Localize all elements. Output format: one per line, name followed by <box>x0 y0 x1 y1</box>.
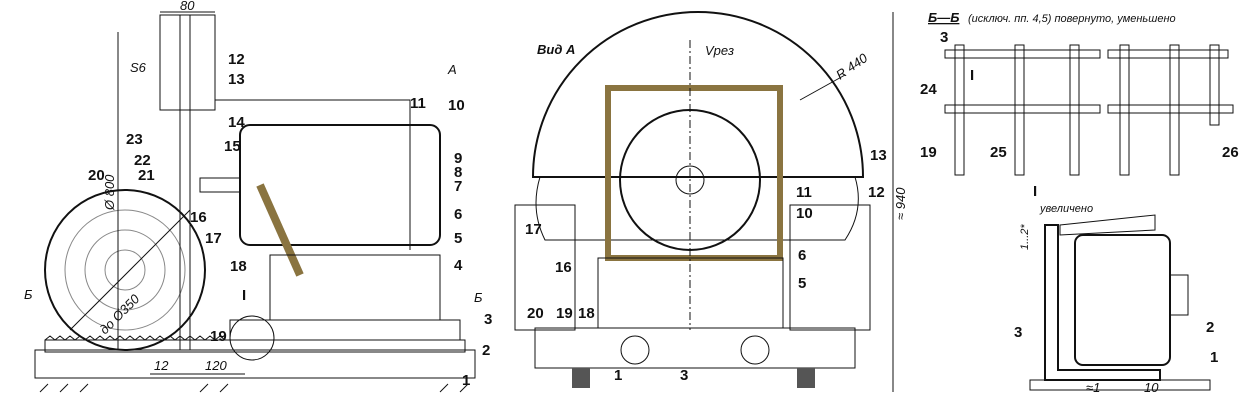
detail-I: I увеличено 1...2* 3 2 1 ≈1 10 <box>1014 183 1218 395</box>
ground-hatch <box>39 383 469 393</box>
callout-4: 4 <box>454 257 463 274</box>
frame <box>605 85 783 261</box>
rack-teeth <box>44 335 226 341</box>
section-b-mark-left: Б <box>24 287 33 302</box>
callout-3: 3 <box>1014 324 1022 341</box>
callout-17: 17 <box>525 221 542 238</box>
callout-20: 20 <box>527 305 544 322</box>
view-a-mark: А <box>447 62 457 77</box>
section-bb: Б—Б (исключ. пп. 4,5) повернуто, уменьше… <box>920 10 1239 176</box>
detail-I-circle <box>229 315 275 361</box>
callout-6: 6 <box>798 247 806 264</box>
callout-16: 16 <box>555 259 572 276</box>
log-left <box>514 204 576 331</box>
dim-dia-800: Ø 800 <box>102 174 117 211</box>
view-a-title: Вид А <box>537 42 575 57</box>
callout-9: 9 <box>454 150 462 167</box>
detail-I-mark: I <box>242 287 246 304</box>
roller <box>1074 234 1171 366</box>
dim-12: 12 <box>154 358 169 373</box>
dim-940: ≈ 940 <box>893 187 908 220</box>
section-bb-note: (исключ. пп. 4,5) повернуто, уменьшено <box>968 13 1176 25</box>
callout-15: 15 <box>224 138 241 155</box>
callout-26: 26 <box>1222 144 1239 161</box>
callout-12: 12 <box>228 51 245 68</box>
callout-17: 17 <box>205 230 222 247</box>
callout-3: 3 <box>680 367 688 384</box>
callout-18: 18 <box>230 258 247 275</box>
disc-lower <box>535 176 859 241</box>
callout-11: 11 <box>410 95 426 112</box>
callout-I: I <box>970 67 974 84</box>
callout-19: 19 <box>556 305 573 322</box>
view-a: Вид А Vрез R 440 ≈ 940 13 12 11 10 17 16… <box>514 11 908 392</box>
saw-blade <box>179 14 191 351</box>
callout-20: 20 <box>88 167 105 184</box>
saw-guard <box>159 14 216 111</box>
callout-24: 24 <box>920 81 937 98</box>
callout-2: 2 <box>482 342 490 359</box>
dim-approx-1: ≈1 <box>1086 380 1100 395</box>
callout-10: 10 <box>796 205 813 222</box>
shaft <box>199 177 241 193</box>
wheel-right <box>740 335 770 365</box>
section-bb-title: Б—Б <box>928 10 959 25</box>
log <box>44 189 206 351</box>
detail-I-title: I <box>1033 183 1037 200</box>
carriage-rail <box>229 319 461 341</box>
callout-10: 10 <box>448 97 465 114</box>
callout-19: 19 <box>210 328 227 345</box>
callout-11: 11 <box>796 184 812 201</box>
handle <box>256 183 304 277</box>
callout-1: 1 <box>462 372 470 389</box>
callout-6: 6 <box>454 206 462 223</box>
callout-12: 12 <box>868 184 885 201</box>
callout-13: 13 <box>228 71 245 88</box>
rail-angle <box>1044 224 1161 381</box>
dim-80: 80 <box>180 0 195 13</box>
dim-s6: S6 <box>130 60 147 75</box>
detail-I-subtitle: увеличено <box>1039 203 1093 215</box>
dim-120: 120 <box>205 358 227 373</box>
callout-21: 21 <box>138 167 155 184</box>
dim-gap: 1...2* <box>1019 224 1031 250</box>
callout-13: 13 <box>870 147 887 164</box>
log-right <box>789 204 871 331</box>
wheel-left <box>620 335 650 365</box>
base <box>534 327 856 369</box>
callout-14: 14 <box>228 114 245 131</box>
dim-r440: R 440 <box>833 50 871 83</box>
callout-1: 1 <box>614 367 622 384</box>
callout-25: 25 <box>990 144 1007 161</box>
callout-2: 2 <box>1206 319 1214 336</box>
callout-8: 8 <box>454 164 462 181</box>
callout-7: 7 <box>454 178 462 195</box>
frame <box>215 99 411 250</box>
callout-18: 18 <box>578 305 595 322</box>
callout-1: 1 <box>1210 349 1218 366</box>
section-b-mark-right: Б <box>474 290 483 305</box>
callout-3: 3 <box>940 29 948 46</box>
cutting-speed-label: Vрез <box>705 43 734 58</box>
callout-16: 16 <box>190 209 207 226</box>
base-plate <box>34 349 476 379</box>
callout-19: 19 <box>920 144 937 161</box>
callout-3: 3 <box>484 311 492 328</box>
callout-23: 23 <box>126 131 143 148</box>
callout-5: 5 <box>798 275 806 292</box>
callout-22: 22 <box>134 152 151 169</box>
callout-5: 5 <box>454 230 462 247</box>
side-view: 80 S6 Ø 800 до Ø350 12 120 А Б Б I 1 2 3… <box>24 0 492 393</box>
dim-10: 10 <box>1144 380 1159 395</box>
saw-disc <box>531 11 865 178</box>
